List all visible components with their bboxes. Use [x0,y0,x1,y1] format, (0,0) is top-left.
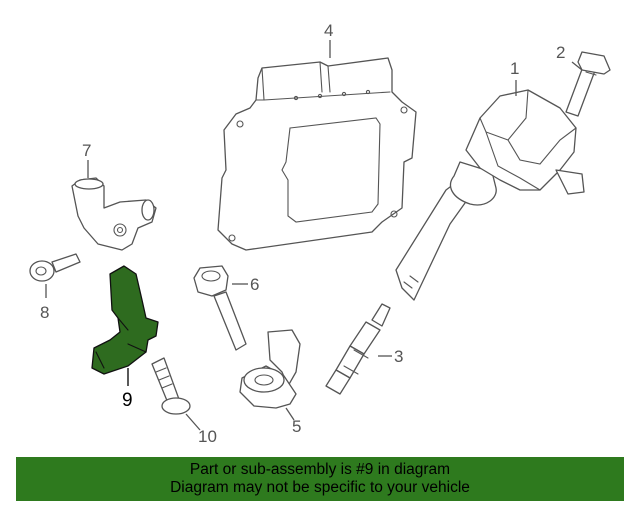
callout-9: 9 [122,390,133,411]
parts-diagram: 1 2 3 4 5 6 7 8 9 10 [29,21,611,446]
leader-10 [185,413,201,431]
part-3-spark-plug[interactable] [325,303,391,395]
callout-7: 7 [82,141,91,160]
leader-5 [285,407,295,421]
leader-2 [571,61,583,71]
part-6-bolt[interactable] [193,265,247,351]
part-10-bolt[interactable] [151,357,191,415]
part-9-sensor-highlighted[interactable] [91,265,159,375]
callout-5: 5 [292,417,301,436]
callout-2: 2 [556,43,565,62]
callout-10: 10 [198,427,217,446]
info-banner: Part or sub-assembly is #9 in diagram Di… [16,457,624,501]
callout-6: 6 [250,275,259,294]
part-5-knock-sensor[interactable] [239,329,301,409]
callout-1: 1 [510,59,519,78]
callout-3: 3 [394,347,403,366]
banner-line-1: Part or sub-assembly is #9 in diagram [189,461,451,478]
part-2-bolt[interactable] [565,51,611,117]
part-4-engine-control-module[interactable] [217,57,417,251]
callout-8: 8 [40,303,49,322]
callout-4: 4 [324,21,333,40]
part-1-ignition-coil[interactable] [395,89,585,301]
part-7-sensor-housing[interactable] [71,177,157,251]
banner-line-2: Diagram may not be specific to your vehi… [170,479,470,496]
part-8-bolt[interactable] [29,253,81,282]
